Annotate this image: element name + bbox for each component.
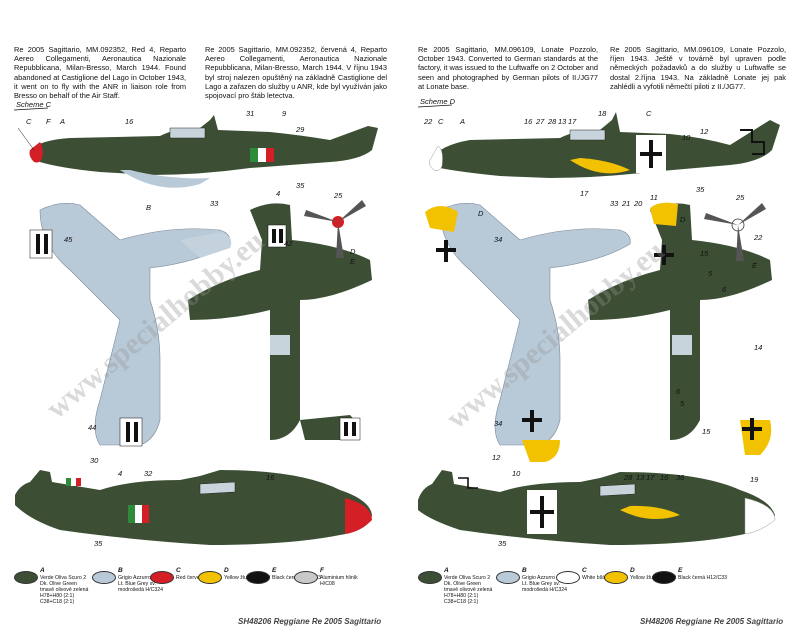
callout: 16 [266,473,275,482]
scheme-d-label: Scheme D [420,97,456,106]
callout: 20 [633,199,643,208]
callout: 15 [700,249,709,258]
callout: 6 [676,387,681,396]
callout: 12 [492,453,501,462]
callout: 12 [700,127,709,136]
callout: 35 [94,539,103,548]
callout: A [459,117,465,126]
callout: D [478,209,484,218]
callout: 10 [682,133,691,142]
callout: E [350,257,356,266]
callout: 45 [64,235,73,244]
callout: 25 [333,191,343,200]
callout: 42 [284,239,293,248]
callout: 4 [276,189,280,198]
callout: 14 [754,343,762,352]
right-description-en: Re 2005 Sagittario, MM.096109, Lonate Po… [418,45,598,91]
callout: B [146,203,151,212]
left-side-profile-bottom [15,470,372,545]
left-propeller-view [304,200,366,258]
callout: 17 [646,473,655,482]
callout: 35 [498,539,507,548]
left-side-profile-top [17,115,378,188]
left-description-en: Re 2005 Sagittario, MM.092352, Red 4, Re… [14,45,186,101]
footer-right: SH48206 Reggiane Re 2005 Sagittario [640,617,784,626]
left-underside-view [29,203,232,447]
callout: 31 [246,109,254,118]
callout: 21 [621,199,630,208]
callout: 15 [702,427,711,436]
callout: 27 [535,117,545,126]
right-underside-view [425,203,631,462]
callout: 30 [90,456,99,465]
scheme-c-label: Scheme C [16,100,52,109]
callout: 34 [494,419,502,428]
callout: 25 [735,193,745,202]
right-description-cz: Re 2005 Sagittario, MM.096109, Lonate Po… [610,45,786,91]
callout: 22 [753,233,763,242]
callout: 16 [524,117,533,126]
left-description-cz: Re 2005 Sagittario, MM.092352, červená 4… [205,45,387,101]
callout: 28 [547,117,557,126]
callout: 33 [610,199,619,208]
callout: 13 [636,473,645,482]
callout: 35 [696,185,705,194]
callout: 6 [722,285,727,294]
left-upper-view [188,203,372,441]
callout: 5 [680,399,685,408]
callout: 28 [623,473,633,482]
callout: 44 [88,423,96,432]
callout: F [46,117,51,126]
callout: 34 [494,235,502,244]
callout: 10 [512,469,521,478]
footer-left: SH48206 Reggiane Re 2005 Sagittario [238,617,382,626]
callout: 18 [598,109,607,118]
callout: 33 [210,199,219,208]
callout: 36 [676,473,685,482]
callout: 35 [296,181,305,190]
callout: D [350,247,356,256]
callout: 5 [708,269,713,278]
callout: 11 [650,193,658,202]
right-upper-view [588,202,772,455]
callout: 22 [423,117,433,126]
callout: A [59,117,65,126]
callout: 17 [568,117,577,126]
callout: C [646,109,652,118]
right-callouts: 22 C A 18 C 12 16 27 28 13 17 10 33 21 2… [423,109,763,548]
right-side-profile-bottom [418,470,776,545]
callout: C [26,117,32,126]
right-side-profile-top [429,112,780,178]
callout: 19 [750,475,759,484]
callout: 13 [558,117,567,126]
callout: 17 [580,189,589,198]
callout: 16 [125,117,134,126]
callout: 16 [660,473,669,482]
callout: C [438,117,444,126]
callout: E [752,261,758,270]
callout: D [680,215,686,224]
callout: 29 [295,125,305,134]
left-callouts: C F A 16 31 9 29 B 33 4 35 25 E D 42 45 … [26,109,356,548]
callout: 9 [282,109,287,118]
right-propeller-view [704,203,766,261]
callout: 32 [144,469,153,478]
callout: 4 [118,469,122,478]
